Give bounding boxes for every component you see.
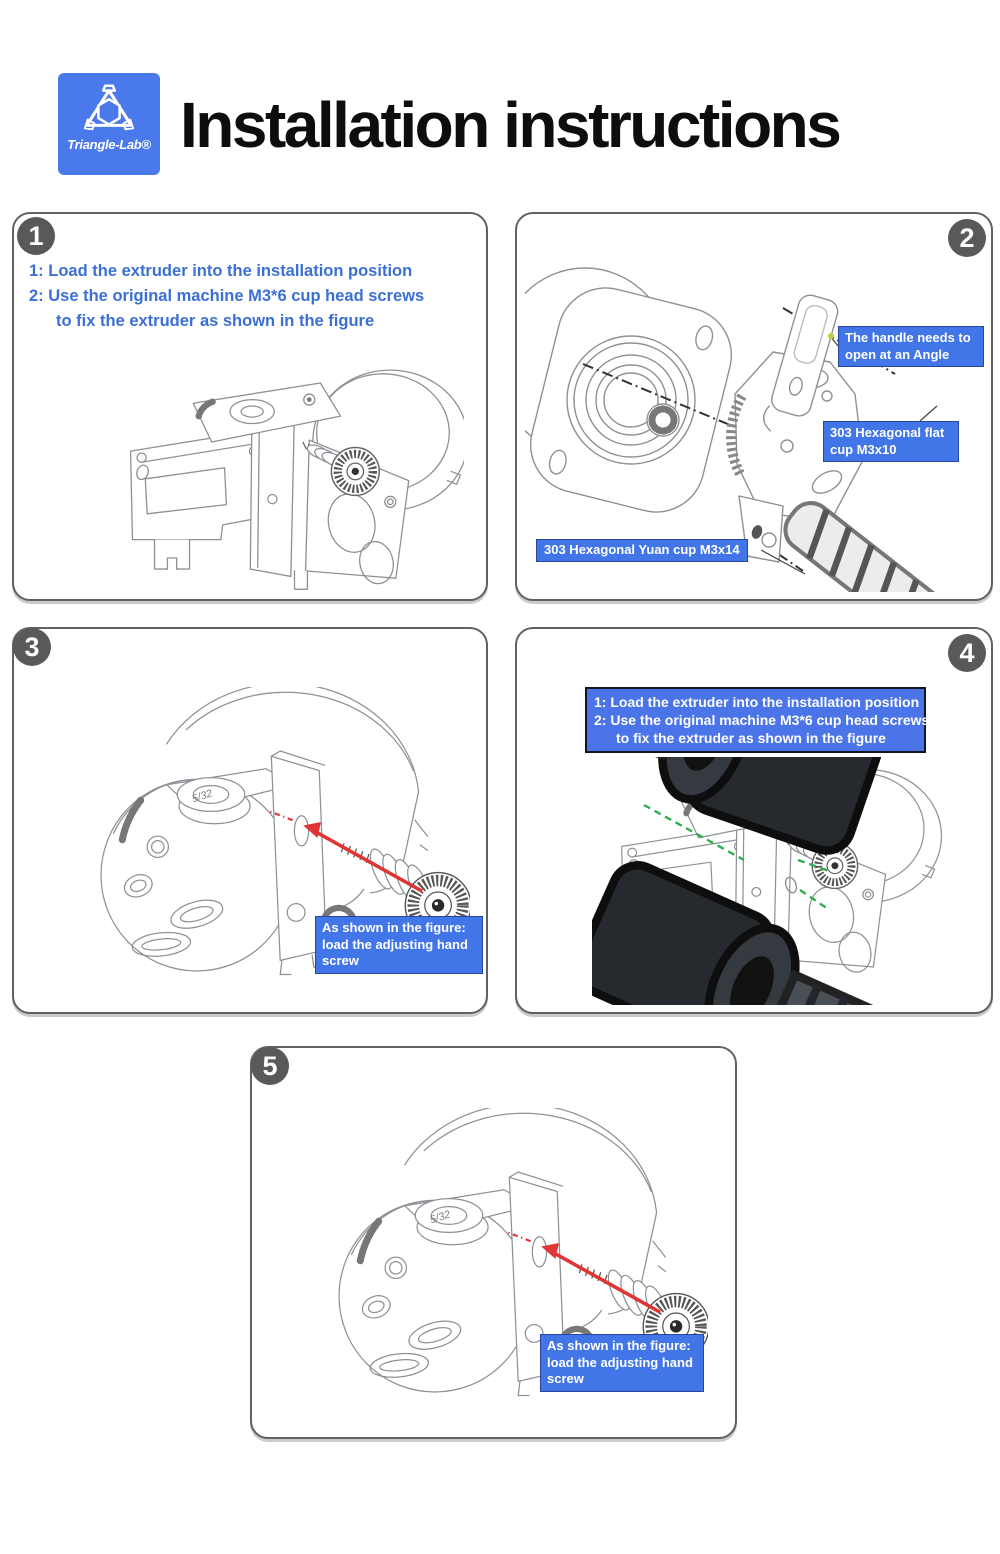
brand-name: Triangle-Lab® (67, 137, 151, 152)
step-number-badge: 3 (13, 628, 51, 666)
step-panel-2: 2 (515, 212, 993, 601)
step-number-badge: 2 (948, 219, 986, 257)
instruction-line: 1: Load the extruder into the installati… (29, 262, 413, 280)
handle (763, 294, 839, 432)
instruction-line: to fix the extruder as shown in the figu… (56, 312, 375, 330)
callout-flat-cup-screw: 303 Hexagonal flat cup M3x10 (823, 421, 959, 462)
extruder-assembled-drawing (114, 359, 464, 594)
instruction-line: 2: Use the original machine M3*6 cup hea… (29, 287, 425, 305)
motor-flange (529, 287, 733, 513)
callout-adjusting-screw: As shown in the figure: load the adjusti… (540, 1334, 704, 1392)
callout-yuan-cup-screw: 303 Hexagonal Yuan cup M3x14 (536, 539, 748, 562)
handle-pivot-dot (828, 333, 834, 339)
step-panel-3: 3 As shown in the figure: load the adjus… (12, 627, 488, 1014)
triangle-lab-icon (83, 84, 135, 131)
extruder-screw-mount-drawing (592, 757, 982, 1005)
callout-handle-angle: The handle needs to open at an Angle (838, 326, 984, 367)
instruction-line: to fix the extruder as shown in the figu… (616, 730, 886, 746)
step-number-badge: 1 (17, 217, 55, 255)
callout-adjusting-screw: As shown in the figure: load the adjusti… (315, 916, 483, 974)
step-panel-4: 4 1: Load the extruder into the installa… (515, 627, 993, 1014)
instruction-line: 2: Use the original machine M3*6 cup hea… (594, 712, 930, 728)
page-title: Installation instructions (180, 89, 842, 161)
step-panel-1: 1 1: Load the extruder into the installa… (12, 212, 488, 601)
brand-logo: Triangle-Lab® (58, 73, 160, 175)
screw-axis-lines (643, 803, 833, 910)
instruction-line: 1: Load the extruder into the installati… (594, 694, 920, 710)
step-number-badge: 5 (251, 1047, 289, 1085)
extruder-exploded-drawing (525, 267, 981, 592)
step-panel-5: 5 As shown in the figure: load the adjus… (250, 1046, 737, 1439)
step4-instruction-box: 1: Load the extruder into the installati… (585, 687, 930, 753)
step1-instructions: 1: Load the extruder into the installati… (29, 259, 424, 334)
step-number-badge: 4 (948, 634, 986, 672)
